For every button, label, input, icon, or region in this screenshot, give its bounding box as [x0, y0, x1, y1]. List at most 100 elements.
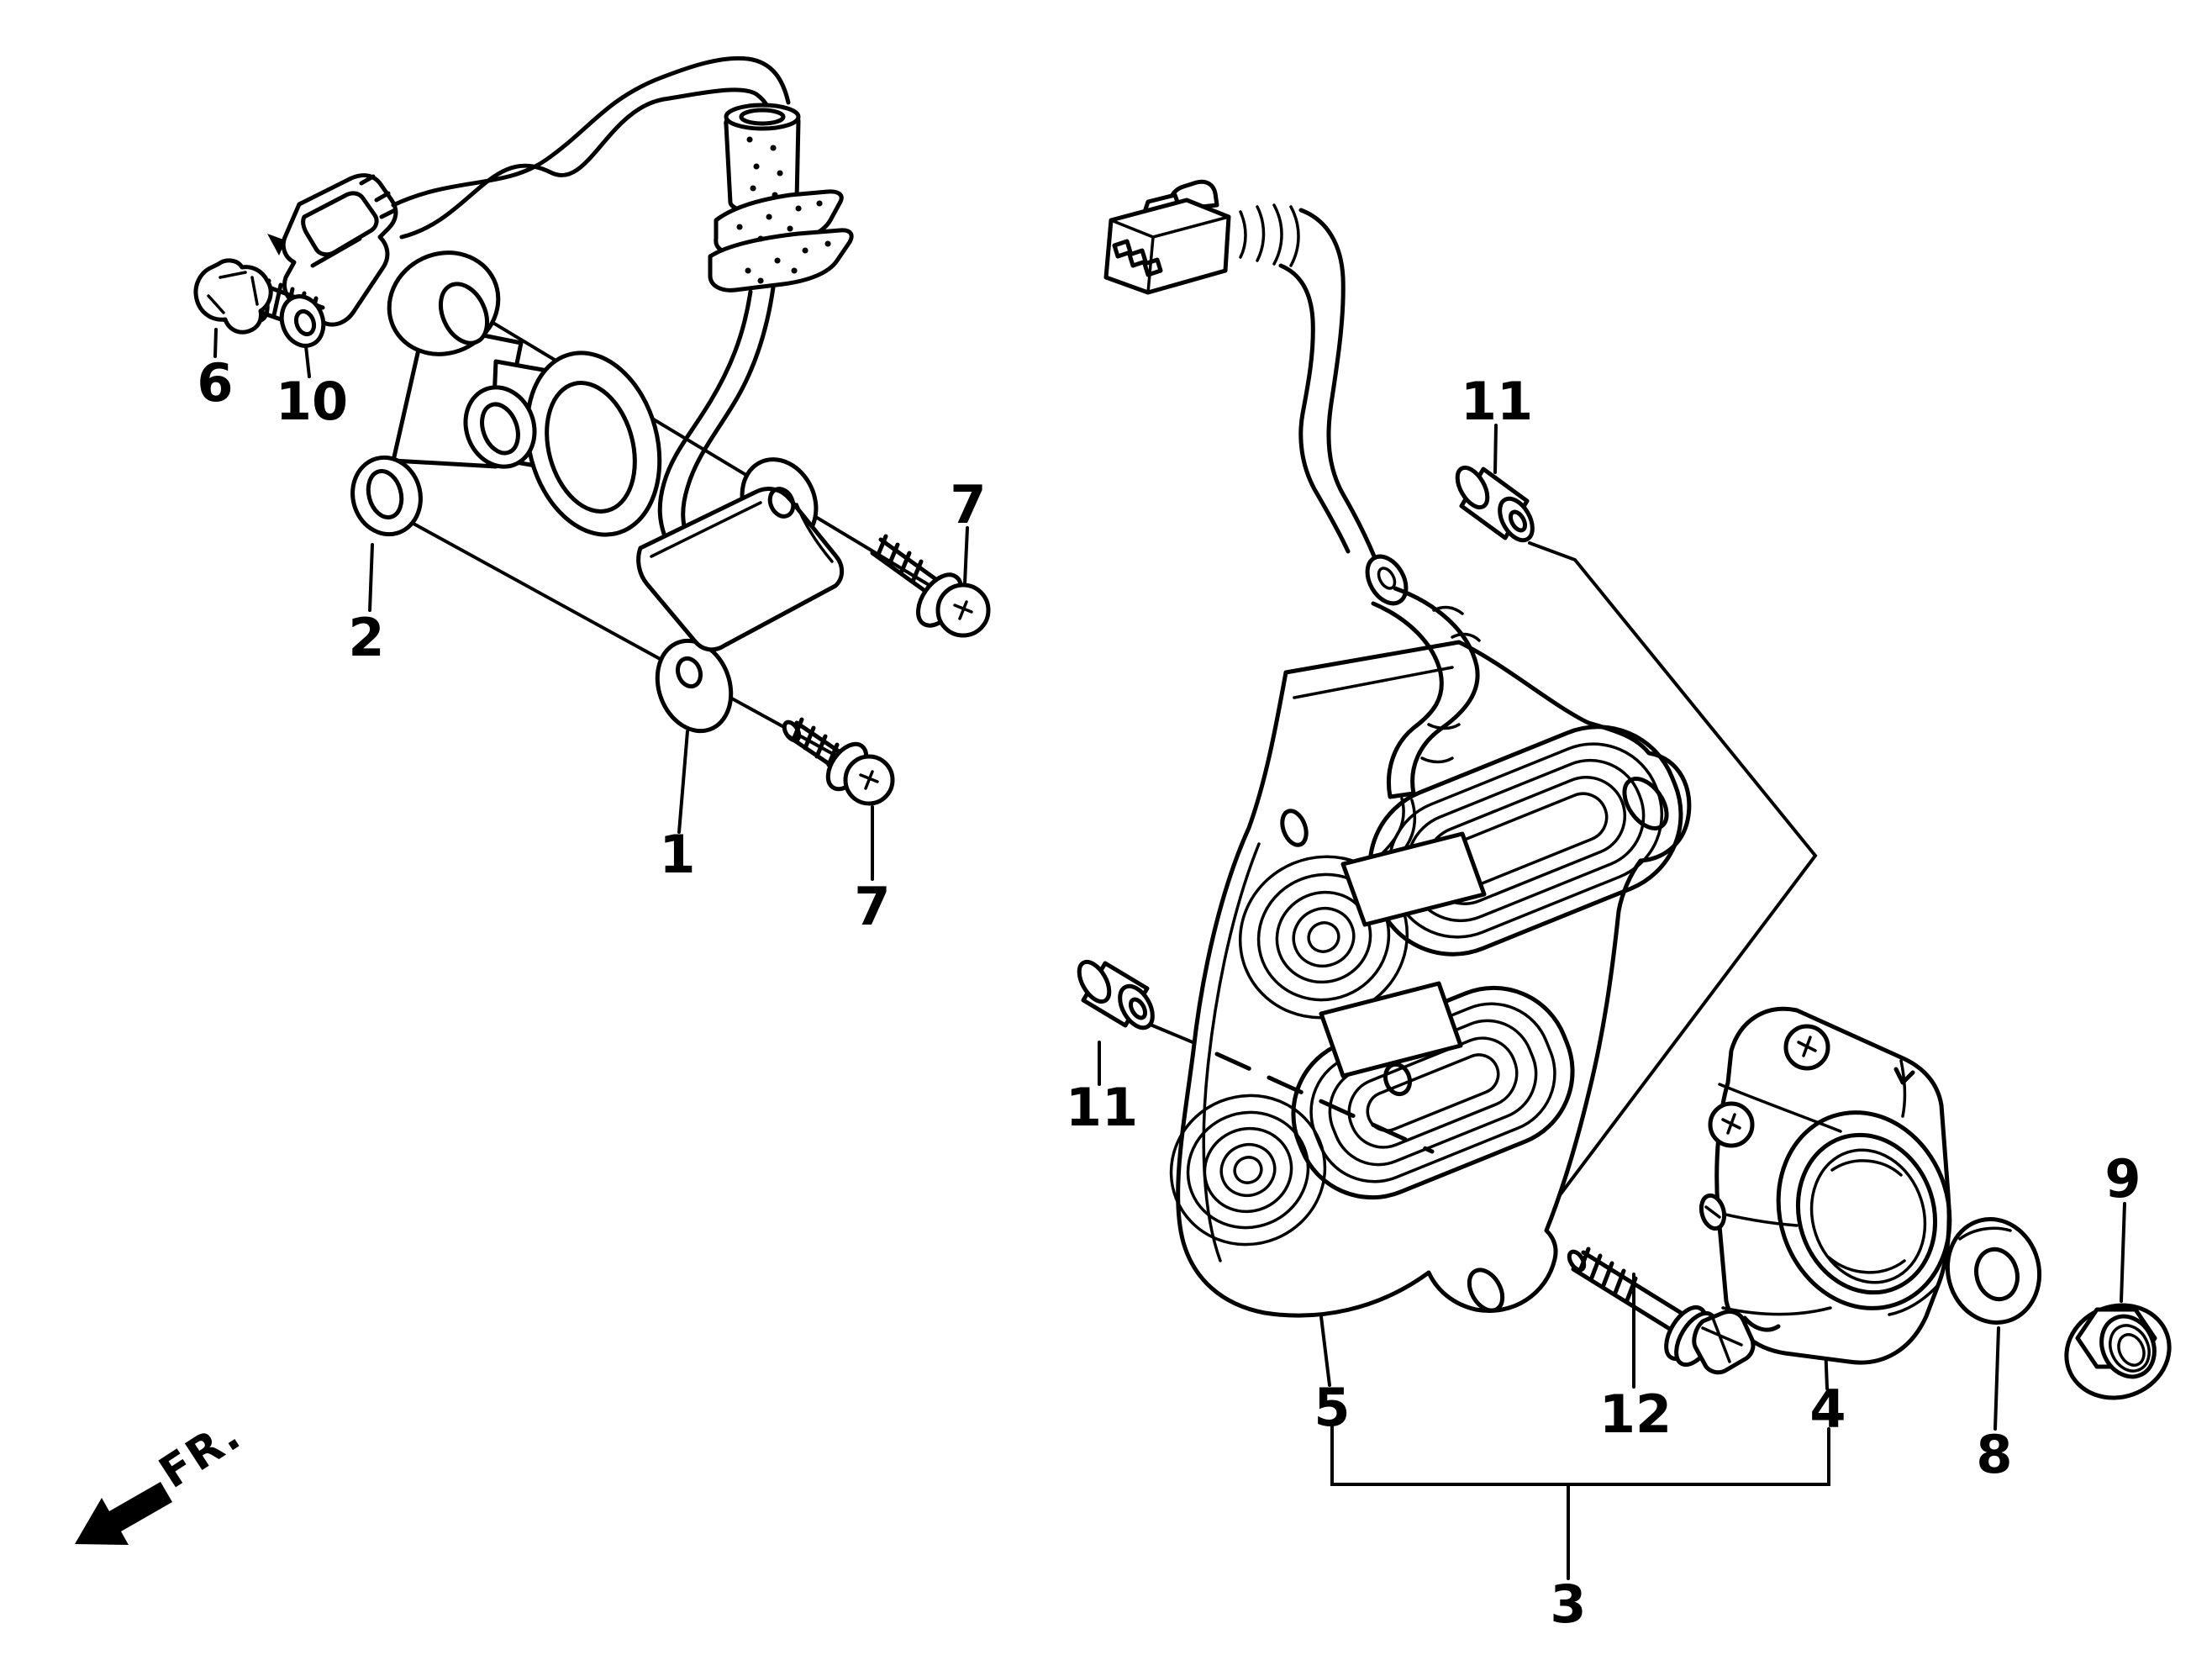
bolt-12-shaft — [1571, 1247, 1692, 1337]
callout-3: 3 — [1550, 1573, 1586, 1635]
sensor-bracket-2 — [350, 250, 662, 537]
screw-7-lower — [782, 717, 895, 806]
callout-6: 6 — [197, 352, 233, 414]
grommet-top — [724, 103, 801, 131]
screw-7u-drive — [953, 600, 973, 620]
assembly-3-bracket — [1330, 1420, 1830, 1580]
rotor-bore — [1809, 1148, 1927, 1284]
collar-11u-left-end — [1455, 465, 1490, 510]
stator-plate — [1176, 640, 1692, 1318]
rotor-bottom-detail — [1742, 1315, 1781, 1332]
callout-11-left: 11 — [1066, 1077, 1138, 1138]
stator-pole-bar-lower — [1319, 981, 1463, 1078]
washer-10 — [279, 294, 326, 348]
connector-pins — [1112, 239, 1163, 277]
bolt-6-head-facets — [207, 271, 259, 314]
screw-7l-drive — [859, 770, 879, 790]
bracket-ear-top-hole — [438, 282, 490, 345]
grommet-top-inner — [739, 108, 786, 126]
rotor-oval-slot — [1704, 1205, 1721, 1219]
washer-8 — [1945, 1217, 2042, 1325]
harness-connector-tip — [267, 234, 286, 256]
callout-7-upper: 7 — [950, 474, 986, 535]
rotor-screw-left-cross — [1721, 1113, 1741, 1135]
rotor-ring-outer — [1776, 1110, 1952, 1310]
coil-ll-ring — [1186, 1110, 1310, 1230]
coil-ml-ring — [1307, 921, 1340, 953]
coil-lc-winding — [1347, 1036, 1519, 1149]
collar-11-upper — [1455, 465, 1535, 543]
collar-11u-hole — [1508, 509, 1528, 533]
callout-2: 2 — [348, 607, 384, 668]
pulse-gen-tab-hole — [675, 656, 703, 689]
bracket-ear-bottom-hole — [366, 469, 404, 519]
coil-ml-ring — [1292, 906, 1356, 968]
stator-hole-upper-left — [1280, 809, 1309, 847]
leader-lines — [213, 308, 2126, 1431]
rotor-notch — [1893, 1067, 1915, 1085]
callout-4: 4 — [1809, 1378, 1846, 1440]
fr-arrow-icon — [75, 1482, 172, 1545]
callout-8: 8 — [1976, 1424, 2012, 1485]
stator-hole-bottom — [1467, 1268, 1505, 1313]
callout-1: 1 — [659, 824, 695, 885]
screw-7u-threads — [870, 534, 937, 594]
washer-8-inner — [1974, 1247, 2020, 1302]
coil-ll-ring — [1169, 1094, 1327, 1247]
wire-end-ferrule-hole — [1377, 567, 1397, 590]
wedge-stipple — [736, 200, 831, 284]
rotor-screw-top-cross — [1797, 1036, 1817, 1057]
connector-wire — [1278, 208, 1377, 561]
bracket-boss-hole — [480, 402, 520, 456]
wire-boot-ribs — [1239, 203, 1300, 267]
nut-9-bore-ring — [2109, 1324, 2151, 1373]
connector-body-edges — [1109, 215, 1230, 294]
wire-end-ferrule — [1365, 554, 1409, 606]
harness-twisted-wires — [391, 55, 791, 240]
fr-direction: FR. — [75, 1410, 250, 1545]
flange-bolt-12 — [1567, 1247, 1756, 1375]
rotor-bore-threads — [1827, 1159, 1906, 1274]
coil-ll-ring — [1233, 1156, 1263, 1184]
harness-connector-detail — [301, 174, 398, 268]
stator-sleeve-ribs — [1420, 605, 1481, 764]
nut-9-bore-ring2 — [2117, 1333, 2146, 1367]
stator-lead-sleeve — [1371, 586, 1480, 799]
bolt-12-head-facets — [1701, 1316, 1743, 1363]
pulse-generator-harness — [267, 55, 854, 541]
callout-10: 10 — [276, 371, 348, 432]
rotor-4 — [1698, 1006, 1952, 1365]
pulse-gen-box — [636, 487, 845, 652]
stator-connector — [1103, 179, 1409, 606]
callout-12: 12 — [1599, 1384, 1672, 1445]
connector-body — [1103, 198, 1231, 295]
rotor-ring-mid — [1795, 1132, 1938, 1295]
flange-nut-9 — [2064, 1303, 2172, 1400]
collar-11l-left-end — [1077, 959, 1112, 1004]
callout-11-upper: 11 — [1461, 371, 1533, 432]
stator-centerline-dashed — [1214, 1052, 1435, 1154]
pulse-gen-ear-hole — [767, 487, 796, 519]
screw-7l-threads — [786, 717, 851, 774]
callout-7-lower: 7 — [854, 876, 890, 937]
harness-wire-down — [657, 285, 776, 541]
callout-labels: 1 2 3 4 5 6 7 7 8 9 10 11 11 12 — [197, 352, 2141, 1635]
fr-label: FR. — [150, 1410, 250, 1499]
grommet-stipple — [746, 136, 783, 198]
callout-5: 5 — [1314, 1377, 1350, 1438]
collar-11-left — [1077, 959, 1155, 1030]
stator-assembly-5 — [1169, 586, 1692, 1318]
pulse-generator-1 — [636, 457, 845, 734]
callout-9: 9 — [2104, 1148, 2141, 1210]
pulse-gen-box-edges — [650, 501, 834, 563]
stator-pole-bar-upper — [1340, 831, 1487, 927]
screw-7-upper — [870, 534, 991, 638]
washer-10-inner — [293, 308, 317, 337]
rotor-face-lines — [1706, 1059, 1939, 1316]
coil-ll-ring — [1203, 1126, 1293, 1214]
bolt-12-head — [1692, 1309, 1756, 1375]
stator-plate-thickness — [1202, 666, 1454, 1262]
collar-11l-hole — [1128, 997, 1148, 1020]
